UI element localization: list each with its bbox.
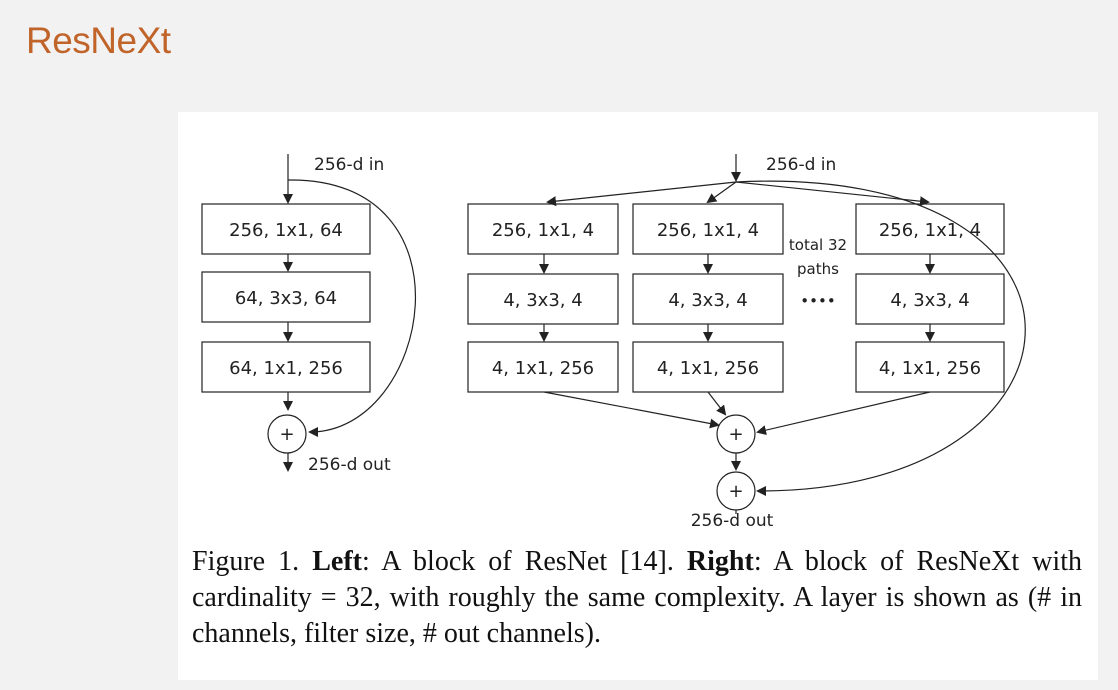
- figure-panel: 256-d in 256, 1x1, 64 64, 3x3, 64 64, 1x…: [178, 112, 1098, 680]
- path1-layer-box-2: [467, 273, 619, 325]
- path3-layer-label-1: 256, 1x1, 4: [879, 220, 981, 241]
- left-layer-label-1: 256, 1x1, 64: [229, 220, 343, 241]
- right-skip-connection: [735, 180, 1026, 497]
- path2-layer-label-1: 256, 1x1, 4: [657, 220, 759, 241]
- left-sum-node: [267, 414, 307, 454]
- path3-layer-label-2: 4, 3x3, 4: [890, 290, 969, 311]
- caption-left-bold: Left: [312, 546, 362, 577]
- caption-left-text: : A block of ResNet [14].: [362, 546, 674, 577]
- left-layer-box-3: [201, 341, 371, 393]
- caption-right-bold: Right: [686, 546, 754, 577]
- resnext-diagram: 256-d in 256, 1x1, 64 64, 3x3, 64 64, 1x…: [201, 154, 1026, 531]
- path1-layer-label-1: 256, 1x1, 4: [492, 220, 594, 241]
- left-out-label: 256-d out: [308, 455, 391, 475]
- path1-layer-box-1: [467, 203, 619, 255]
- left-layer-label-3: 64, 1x1, 256: [229, 358, 343, 379]
- page-title: ResNeXt: [26, 20, 171, 61]
- left-skip-connection: [287, 179, 416, 437]
- path3-layer-label-3: 4, 1x1, 256: [879, 358, 981, 379]
- left-layer-box-2: [201, 271, 371, 323]
- right-residual-sum-symbol: +: [728, 481, 743, 502]
- paths-count-label-line2: paths: [797, 260, 839, 278]
- paths-ellipsis: ••••: [800, 292, 835, 310]
- figure-caption: Figure 1. Left: A block of ResNet [14]. …: [192, 544, 1082, 652]
- path1-layer-box-3: [467, 341, 619, 393]
- caption-right-text: : A block of ResNeXt with cardinality = …: [192, 546, 1082, 649]
- path2-layer-label-3: 4, 1x1, 256: [657, 358, 759, 379]
- right-out-label: 256-d out: [691, 511, 774, 531]
- right-aggregate-sum-symbol: +: [728, 424, 743, 445]
- path1-layer-label-3: 4, 1x1, 256: [492, 358, 594, 379]
- path2-layer-label-2: 4, 3x3, 4: [668, 290, 747, 311]
- left-in-label: 256-d in: [314, 155, 384, 175]
- path1-layer-label-2: 4, 3x3, 4: [503, 290, 582, 311]
- caption-figure-prefix: Figure 1.: [192, 546, 300, 577]
- left-sum-symbol: +: [279, 424, 294, 445]
- right-in-label: 256-d in: [766, 155, 836, 175]
- paths-count-label-line1: total 32: [789, 236, 847, 254]
- left-layer-box-1: [201, 203, 371, 255]
- left-layer-label-2: 64, 3x3, 64: [235, 288, 337, 309]
